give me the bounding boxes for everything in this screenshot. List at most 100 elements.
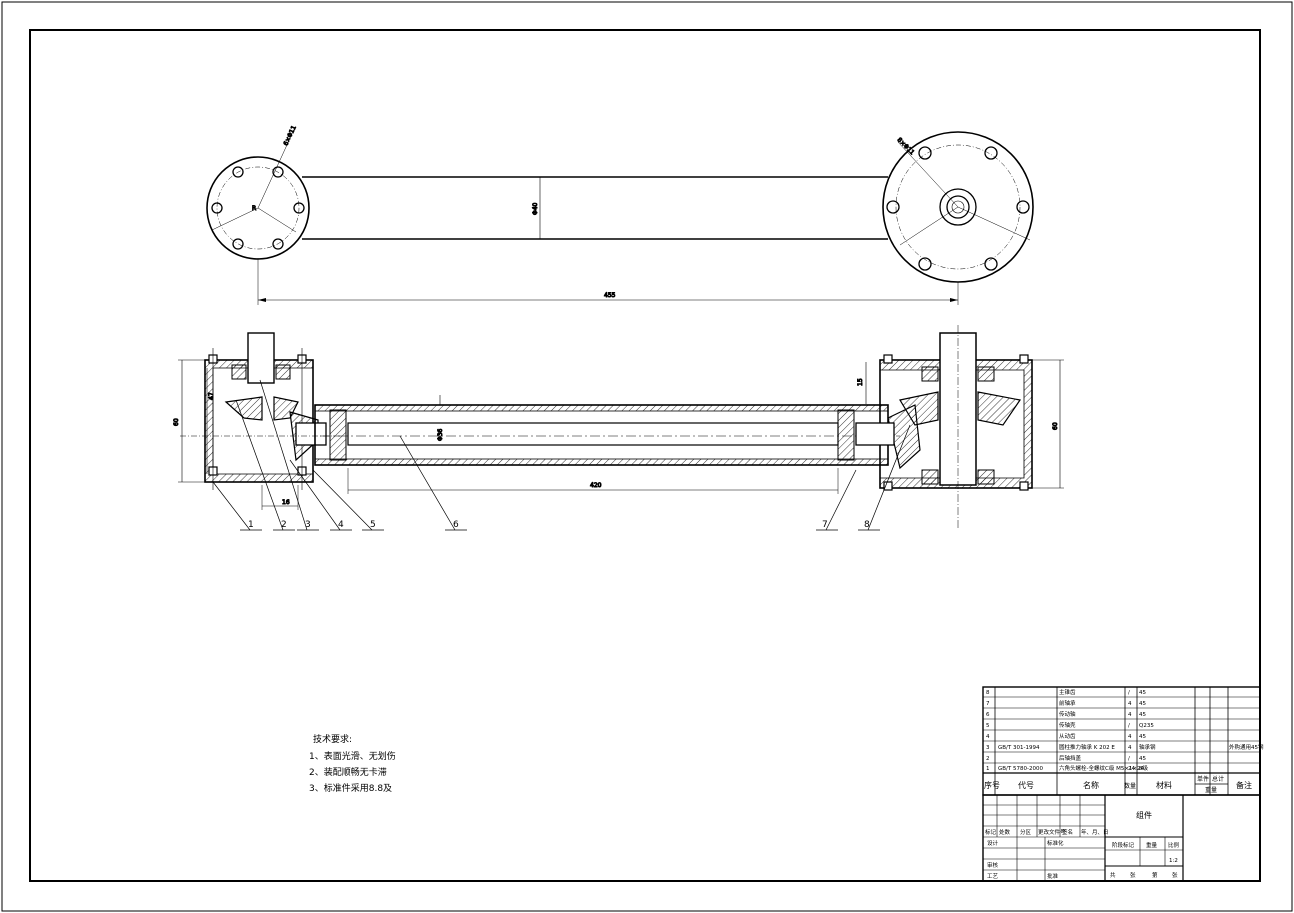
- svg-text:圆柱推力轴承 K 202 E: 圆柱推力轴承 K 202 E: [1059, 743, 1115, 751]
- svg-text:4: 4: [1128, 712, 1132, 718]
- header-total: 总计: [1212, 775, 1224, 783]
- parts-row: 3 GB/T 301-1994 圆柱推力轴承 K 202 E 4 轴承钢 外购通…: [986, 743, 1264, 751]
- svg-text:标记: 标记: [985, 828, 997, 836]
- svg-text:传轴壳: 传轴壳: [1059, 721, 1076, 729]
- svg-text:外购通用45钢: 外购通用45钢: [1229, 743, 1264, 751]
- header-qty: 数量: [1124, 782, 1136, 790]
- header-name: 名称: [1083, 780, 1099, 790]
- svg-text:45: 45: [1139, 712, 1146, 718]
- balloon-8: 8: [864, 520, 870, 530]
- process-label: 工艺: [987, 873, 999, 880]
- svg-text:4: 4: [1128, 701, 1132, 707]
- svg-text:8级: 8级: [1139, 764, 1148, 772]
- note-2: 2、装配顺畅无卡滞: [309, 766, 387, 778]
- note-3: 3、标准件采用8.8及: [309, 782, 392, 794]
- review-label: 审核: [987, 861, 999, 869]
- scale-value: 1:2: [1169, 858, 1178, 864]
- header-seq: 序号: [984, 780, 1000, 790]
- svg-text:共: 共: [1110, 871, 1116, 879]
- svg-text:4: 4: [986, 734, 990, 740]
- balloon-6: 6: [453, 520, 459, 530]
- overall-length-label: 455: [604, 292, 616, 299]
- design-label: 设计: [987, 839, 999, 847]
- parts-row: 2 后轴挡盖 / 45: [986, 754, 1146, 762]
- svg-text:45: 45: [1139, 701, 1146, 707]
- header-material: 材料: [1156, 780, 1172, 790]
- drive-shaft: [347, 422, 839, 446]
- weight-label: 重量: [1146, 841, 1158, 849]
- svg-text:5: 5: [986, 723, 990, 729]
- svg-text:更改文件号: 更改文件号: [1038, 828, 1066, 836]
- svg-text:处数: 处数: [999, 828, 1011, 836]
- svg-text:45: 45: [1139, 690, 1146, 696]
- right-bolt-holes: [886, 146, 1030, 271]
- sheet-frame: [29, 29, 1261, 882]
- top-view: 6×Φ11 R Φ40 8×Φ11 455: [206, 124, 1034, 305]
- header-unit: 单件: [1197, 775, 1209, 783]
- standardize-label: 标准化: [1047, 839, 1064, 847]
- header-weight: 重量: [1205, 786, 1217, 794]
- svg-text:8: 8: [986, 690, 990, 696]
- left-bolt-circle: [216, 166, 300, 250]
- parts-row: 8 主锥齿 / 45: [986, 688, 1146, 696]
- svg-text:R: R: [252, 205, 256, 212]
- shaft-tube: [314, 404, 889, 466]
- balloon-4: 4: [338, 520, 344, 530]
- svg-text:6: 6: [986, 712, 990, 718]
- title-block-text: 组件 标记 处数 分区 更改文件号 签名 年、月、日 设计 标准化 审核 工艺 …: [985, 810, 1180, 880]
- input-shaft: [247, 332, 275, 384]
- tube-length-label: 420: [590, 482, 602, 489]
- right-hub: [939, 188, 977, 226]
- svg-text:前轴承: 前轴承: [1059, 699, 1076, 707]
- svg-text:GB/T 5780-2000: GB/T 5780-2000: [998, 766, 1043, 772]
- parts-rows: 8 主锥齿 / 45 7 前轴承 4 45 6 传动轴 4 45 5 传轴壳: [986, 688, 1264, 772]
- svg-text:45: 45: [1139, 756, 1146, 762]
- svg-text:45: 45: [1139, 734, 1146, 740]
- left-bevel-gear: [224, 396, 263, 421]
- left-offset-label: 16: [282, 499, 290, 506]
- balloon-2: 2: [281, 520, 287, 530]
- svg-text:张: 张: [1172, 871, 1178, 879]
- scale-label: 比例: [1168, 841, 1180, 849]
- parts-header: 序号 代号 名称 数量 材料 单件 总计 重量 备注: [984, 775, 1252, 794]
- svg-text:从动齿: 从动齿: [1059, 733, 1076, 740]
- left-bolt-holes: [211, 166, 305, 250]
- svg-text:第: 第: [1152, 871, 1158, 879]
- assembly-name: 组件: [1136, 810, 1152, 820]
- svg-text:主锥齿: 主锥齿: [1059, 688, 1076, 696]
- balloon-5: 5: [370, 520, 376, 530]
- svg-text:/: /: [1128, 756, 1130, 762]
- svg-text:/: /: [1128, 723, 1130, 729]
- svg-text:轴承钢: 轴承钢: [1139, 743, 1156, 751]
- left-inner-label: 47: [208, 392, 215, 400]
- svg-text:GB/T 301-1994: GB/T 301-1994: [998, 745, 1040, 751]
- connecting-bar: [302, 176, 888, 240]
- svg-text:六角头螺栓-全螺纹C级 M5×1×24: 六角头螺栓-全螺纹C级 M5×1×24: [1059, 764, 1145, 772]
- svg-text:年、月、日: 年、月、日: [1081, 828, 1109, 836]
- svg-text:签名: 签名: [1062, 828, 1073, 836]
- right-height-label: 60: [1052, 422, 1059, 430]
- balloons: 1 2 3 4 5 6 7 8: [248, 520, 870, 530]
- svg-text:4: 4: [1128, 734, 1132, 740]
- shaft-dia-label: Φ36: [437, 428, 444, 441]
- right-bolt-circle: [895, 144, 1021, 270]
- svg-text:1: 1: [986, 766, 990, 772]
- svg-text:4: 4: [1128, 745, 1132, 751]
- svg-text:传动轴: 传动轴: [1059, 710, 1076, 718]
- left-height-label: 60: [173, 418, 180, 426]
- svg-text:24: 24: [1128, 766, 1135, 772]
- parts-row: 5 传轴壳 / Q235: [986, 721, 1154, 729]
- parts-row: 1 GB/T 5780-2000 六角头螺栓-全螺纹C级 M5×1×24 24 …: [986, 764, 1148, 772]
- parts-row: 6 传动轴 4 45: [986, 710, 1146, 718]
- left-flange-label: 6×Φ11: [282, 125, 297, 147]
- header-code: 代号: [1018, 780, 1034, 790]
- parts-row: 7 前轴承 4 45: [986, 699, 1146, 707]
- svg-text:2: 2: [986, 756, 990, 762]
- balloon-3: 3: [305, 520, 311, 530]
- title-block: [982, 794, 1261, 882]
- svg-text:/: /: [1128, 690, 1130, 696]
- svg-text:后轴挡盖: 后轴挡盖: [1059, 754, 1082, 762]
- section-view: Φ36 60 47 16 420: [173, 325, 1064, 531]
